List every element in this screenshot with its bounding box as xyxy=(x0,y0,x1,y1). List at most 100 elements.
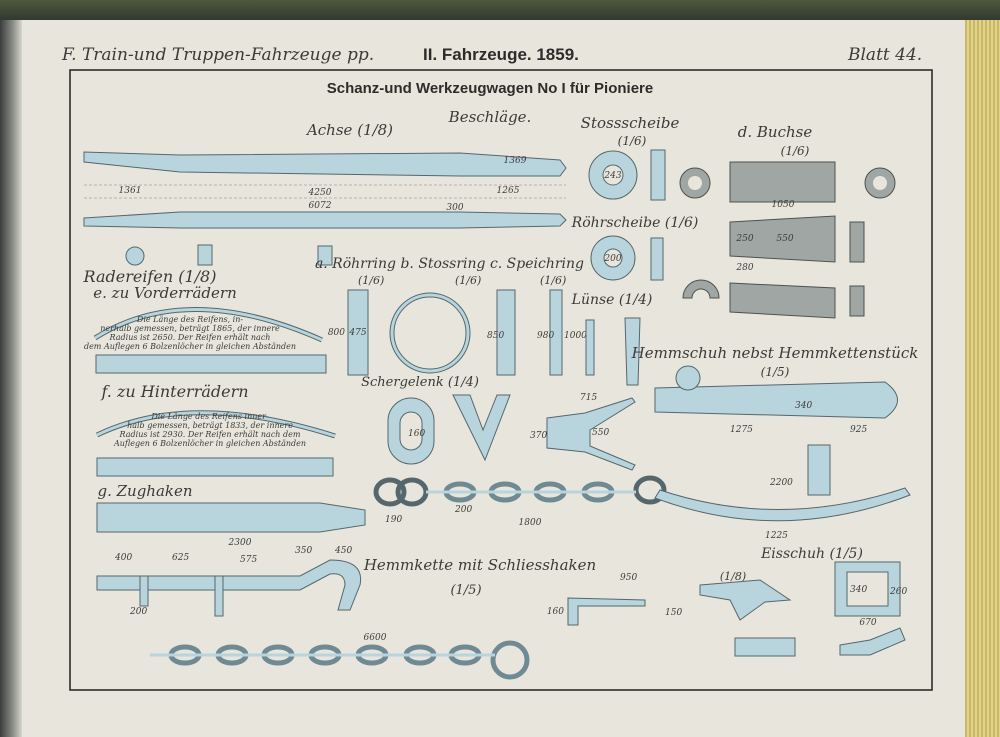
dim: 400 xyxy=(114,553,132,563)
scale-label: (1/5) xyxy=(761,365,790,379)
label-radereifen: Radereifen (1/8) xyxy=(83,267,217,286)
dim: 190 xyxy=(385,515,402,525)
roehrscheibe-section xyxy=(650,237,664,281)
dim: 200 xyxy=(603,254,621,264)
label-luense: Lünse (1/4) xyxy=(571,292,653,308)
label-roehrscheibe: Röhrscheibe (1/6) xyxy=(571,215,699,231)
label-achse: Achse (1/8) xyxy=(305,121,393,139)
axle-side-view xyxy=(83,211,567,229)
dim: 280 xyxy=(735,263,753,273)
buchse-section xyxy=(849,221,865,263)
dim: 200 xyxy=(454,505,472,515)
zughaken-side xyxy=(96,559,362,611)
dim: 925 xyxy=(850,425,867,435)
dim: 6072 xyxy=(309,201,332,211)
dim: 6600 xyxy=(364,633,387,643)
dim: 800 xyxy=(328,328,345,338)
rear-tire-section xyxy=(96,457,334,477)
note-line: Radius ist 2650. Der Reifen erhält nach xyxy=(109,333,271,342)
label-schergelenk: Schergelenk (1/4) xyxy=(361,375,479,390)
chain-short xyxy=(373,475,667,507)
dim: 2300 xyxy=(228,538,252,548)
luense-side xyxy=(624,317,641,386)
dim: 160 xyxy=(547,607,564,617)
dim: 625 xyxy=(172,553,189,563)
dim: 200 xyxy=(129,607,147,617)
dim: 2200 xyxy=(769,478,793,488)
hemmschuh-top xyxy=(654,381,898,419)
dim: 340 xyxy=(795,401,812,411)
scale-label: (1/5) xyxy=(450,583,481,598)
label-hemmschuh: Hemmschuh nebst Hemmkettenstück xyxy=(631,344,919,362)
page-title: Schanz-und Werkzeugwagen No I für Pionie… xyxy=(327,80,653,97)
scale-label: (1/6) xyxy=(781,144,810,158)
dim: 4250 xyxy=(308,188,332,198)
zughaken-top xyxy=(96,502,366,533)
dim: 350 xyxy=(295,546,312,556)
schliesshaken xyxy=(567,597,646,626)
dim: 1275 xyxy=(730,425,753,435)
dim: 1225 xyxy=(765,531,788,541)
label-zughaken: g. Zughaken xyxy=(97,482,192,500)
roehrring-section xyxy=(347,289,369,376)
dim: 260 xyxy=(889,587,907,597)
axle-top-view xyxy=(83,151,567,177)
dim: 1050 xyxy=(772,200,795,210)
note-line: Radius ist 2930. Der Reifen erhält nach … xyxy=(119,430,301,439)
dim: 1265 xyxy=(497,186,520,196)
luense-view xyxy=(585,319,595,376)
note-line: nerhalb gemessen, beträgt 1865, der inne… xyxy=(100,324,280,333)
note-line: Die Länge des Reifens, in- xyxy=(136,315,243,324)
label-hemmkette: Hemmkette mit Schliesshaken xyxy=(363,556,596,574)
note-line: Die Länge des Reifens inner- xyxy=(150,412,269,421)
label-eisschuh: Eisschuh (1/5) xyxy=(760,546,863,562)
dim: 980 xyxy=(537,331,554,341)
hemmschuh-sole xyxy=(654,487,911,522)
dim: 850 xyxy=(487,331,504,341)
luense-fork xyxy=(546,397,636,471)
dim: 1369 xyxy=(504,156,527,166)
scale-label: (1/6) xyxy=(540,274,566,287)
stossscheibe-section xyxy=(650,149,666,201)
axle-section-square xyxy=(317,245,333,266)
eisschuh-side xyxy=(699,579,792,621)
buchse-taper xyxy=(729,282,836,319)
drawing-frame xyxy=(69,69,933,691)
dim: 1361 xyxy=(119,186,142,196)
dim: 550 xyxy=(592,428,609,438)
label-hinterraedern: f. zu Hinterrädern xyxy=(100,382,248,401)
note-line: halb gemessen, beträgt 1833, der innere xyxy=(127,421,293,430)
dim: 475 xyxy=(348,328,366,338)
dim: 150 xyxy=(665,608,682,618)
buchse-section xyxy=(849,285,865,317)
label-stossscheibe: Stossscheibe xyxy=(581,114,680,132)
eisschuh-profile xyxy=(839,627,906,656)
stossring-section xyxy=(496,289,516,376)
subtitle: Beschläge. xyxy=(448,108,532,126)
dim: 300 xyxy=(446,203,463,213)
scale-label: (1/6) xyxy=(358,274,384,287)
front-tire-section xyxy=(95,354,327,374)
scanner-background xyxy=(0,0,1000,22)
dim: 1000 xyxy=(564,331,587,341)
note-line: Auflegen 6 Bolzenlöcher in gleichen Abst… xyxy=(113,439,306,448)
dim: 670 xyxy=(859,618,876,628)
axle-section-round xyxy=(125,246,145,266)
dim: 950 xyxy=(620,573,637,583)
hemmschuh-ring xyxy=(675,365,701,391)
book-spine xyxy=(0,20,22,737)
dim: 1800 xyxy=(519,518,542,528)
dim: 250 xyxy=(735,234,753,244)
speichring-section xyxy=(549,289,563,376)
buchse-taper xyxy=(729,215,836,263)
zughaken-bolt xyxy=(139,575,149,607)
dim: 340 xyxy=(850,585,867,595)
zughaken-bolt xyxy=(214,575,224,617)
buchse-section xyxy=(729,161,836,203)
label-buchse: d. Buchse xyxy=(738,123,813,141)
section-header: F. Train-und Truppen-Fahrzeuge pp. xyxy=(61,45,374,65)
label-vorderraedern: e. zu Vorderrädern xyxy=(93,284,236,302)
dim: 550 xyxy=(776,234,793,244)
label-ringe: a. Röhrring b. Stossring c. Speichring xyxy=(315,256,584,272)
